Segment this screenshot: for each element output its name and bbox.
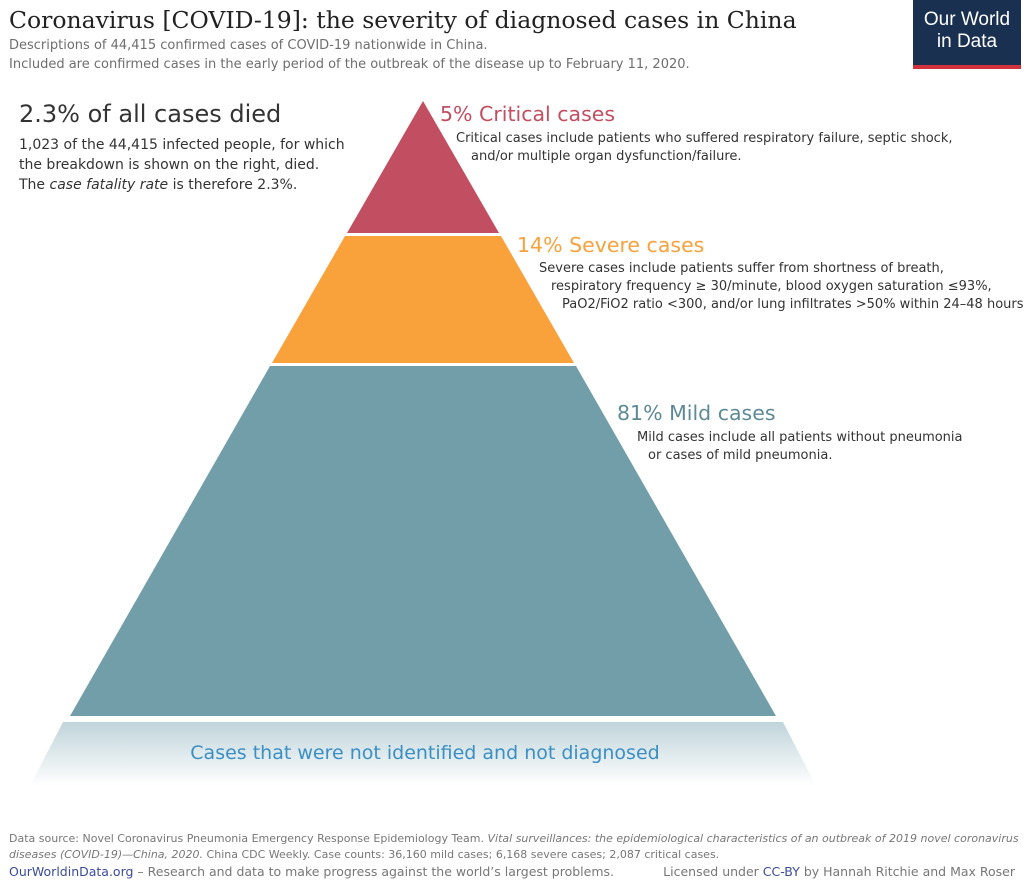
cfr-term: case fatality rate xyxy=(49,177,169,193)
mild-layer xyxy=(70,366,776,716)
site-tagline: OurWorldinData.org – Research and data t… xyxy=(9,864,615,879)
severe-desc-1: Severe cases include patients suffer fro… xyxy=(539,261,944,276)
fatality-headline: 2.3% of all cases died xyxy=(19,100,282,128)
logo-line-1: Our World xyxy=(923,9,1011,30)
logo-line-2: in Data xyxy=(936,31,998,52)
source-line-1: Data source: Novel Coronavirus Pneumonia… xyxy=(9,832,1019,845)
site-link[interactable]: OurWorldinData.org xyxy=(9,864,134,879)
subtitle-line-2: Included are confirmed cases in the earl… xyxy=(9,57,690,72)
critical-desc-1: Critical cases include patients who suff… xyxy=(456,131,953,146)
fatality-line-1: 1,023 of the 44,415 infected people, for… xyxy=(19,137,345,153)
critical-layer xyxy=(347,101,499,233)
undiagnosed-layer xyxy=(30,722,816,786)
critical-title: 5% Critical cases xyxy=(440,102,616,126)
severe-desc-2: respiratory frequency ≥ 30/minute, blood… xyxy=(551,279,992,294)
license-link[interactable]: CC-BY xyxy=(762,864,800,879)
severe-title: 14% Severe cases xyxy=(517,233,705,257)
critical-desc-2: and/or multiple organ dysfunction/failur… xyxy=(471,149,742,164)
fatality-line-2: the breakdown is shown on the right, die… xyxy=(19,157,320,173)
owid-logo[interactable]: Our World in Data xyxy=(913,0,1021,69)
license-note: Licensed under CC-BY by Hannah Ritchie a… xyxy=(663,864,1015,879)
mild-desc-1: Mild cases include all patients without … xyxy=(637,430,963,445)
mild-title: 81% Mild cases xyxy=(617,401,776,425)
severe-desc-3: PaO2/FiO2 ratio <300, and/or lung infilt… xyxy=(562,297,1024,312)
undiagnosed-label: Cases that were not identified and not d… xyxy=(190,742,660,764)
subtitle-line-1: Descriptions of 44,415 confirmed cases o… xyxy=(9,38,488,53)
chart-title: Coronavirus [COVID-19]: the severity of … xyxy=(9,6,797,34)
severe-layer xyxy=(272,236,574,363)
fatality-line-3: The case fatality rate is therefore 2.3%… xyxy=(19,177,298,193)
mild-desc-2: or cases of mild pneumonia. xyxy=(648,448,833,463)
source-line-2: diseases (COVID-19)—China, 2020. China C… xyxy=(9,848,720,861)
